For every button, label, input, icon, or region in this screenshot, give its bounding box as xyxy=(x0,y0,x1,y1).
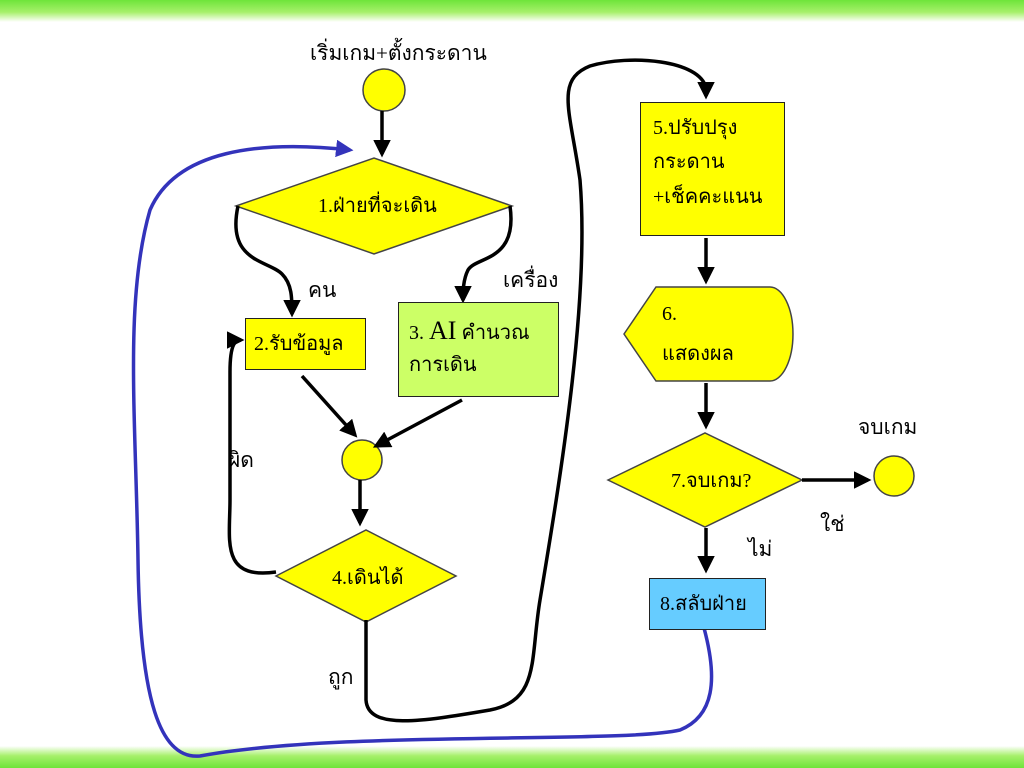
end-circle xyxy=(873,455,915,497)
ai-big-label: AI xyxy=(429,316,457,345)
update-line-1: 5.ปรับปรุง xyxy=(653,117,738,139)
side-label: 1.ฝ่ายที่จะเดิน xyxy=(318,195,437,217)
arrow-side-to-input xyxy=(234,205,301,318)
arrow-swap-loop-to-side xyxy=(131,139,714,758)
start-circle xyxy=(362,68,406,112)
input-box: 2.รับข้อมูล xyxy=(245,318,366,370)
ai-box: 3. AI คำนวณ การเดิน xyxy=(398,302,559,397)
arrow-valid-to-update xyxy=(364,58,715,723)
ai-line-2: การเดิน xyxy=(409,354,477,376)
top-gradient-band xyxy=(0,0,1024,22)
update-line-2: กระดาน xyxy=(653,151,725,174)
valid-move-label: 4.เดินได้ xyxy=(332,567,404,589)
arrow-input-to-merge xyxy=(300,374,358,438)
swap-box: 8.สลับฝ่าย xyxy=(649,578,766,630)
edge-label-no: ไม่ xyxy=(748,537,773,561)
gameend-label: 7.จบเกม? xyxy=(671,470,752,492)
edge-label-correct: ถูก xyxy=(328,665,354,689)
merge-circle xyxy=(341,439,383,481)
decision-side-diamond xyxy=(233,157,515,255)
edge-label-yes: ใช่ xyxy=(820,512,845,536)
update-box: 5.ปรับปรุง กระดาน +เช็คคะแนน xyxy=(640,102,785,236)
arrow-side-to-ai xyxy=(454,205,513,304)
display-shape xyxy=(623,286,794,382)
bottom-gradient-band xyxy=(0,746,1024,768)
edge-label-human: คน xyxy=(308,278,337,302)
start-label: เริ่มเกม+ตั้งกระดาน xyxy=(310,41,487,65)
decision-valid-move-diamond xyxy=(274,529,458,623)
arrow-ai-to-merge xyxy=(372,398,463,448)
edge-label-wrong: ผิด xyxy=(228,448,254,472)
display-line-2: แสดงผล xyxy=(662,343,734,365)
edge-label-machine: เครื่อง xyxy=(503,268,559,292)
ai-line-1: 3. AI คำนวณ xyxy=(409,311,558,350)
display-line-1: 6. xyxy=(662,303,677,325)
update-line-3: +เช็คคะแนน xyxy=(653,185,763,208)
input-label: 2.รับข้อมูล xyxy=(254,333,344,355)
swap-label: 8.สลับฝ่าย xyxy=(660,593,747,615)
ai-line1-rest: คำนวณ xyxy=(461,322,530,344)
arrow-invalid-back-to-input xyxy=(226,331,277,575)
end-label: จบเกม xyxy=(858,415,918,439)
ai-prefix: 3. xyxy=(409,322,424,344)
